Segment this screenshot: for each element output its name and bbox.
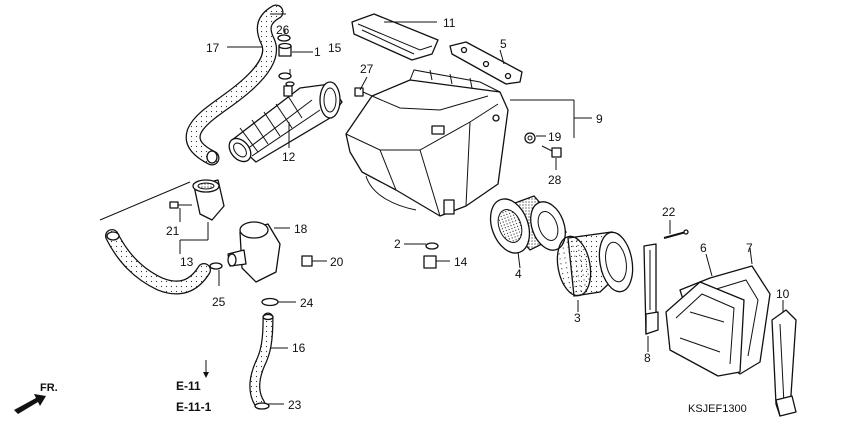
callout-23: 23 xyxy=(288,398,302,412)
clip-1 xyxy=(278,72,295,87)
drain-tube-16 xyxy=(249,312,274,410)
screw-20 xyxy=(301,255,320,267)
clip-23 xyxy=(254,402,270,410)
callout-9: 9 xyxy=(596,112,603,126)
filter-element-4 xyxy=(489,195,568,254)
callout-17: 17 xyxy=(206,41,220,55)
hose-17 xyxy=(185,4,284,166)
callout-2: 2 xyxy=(394,237,401,251)
bolt-28 xyxy=(541,145,562,158)
pin-22 xyxy=(663,229,689,239)
callout-26: 26 xyxy=(276,23,290,37)
callout-18: 18 xyxy=(294,222,308,236)
callout-19: 19 xyxy=(548,130,562,144)
callout-11: 11 xyxy=(443,16,456,30)
intake-tube-12 xyxy=(228,81,343,163)
tube-13 xyxy=(105,229,211,295)
callout-22: 22 xyxy=(662,205,676,219)
callout-7: 7 xyxy=(746,241,753,255)
callout-5: 5 xyxy=(500,37,507,51)
screw-21 xyxy=(169,201,192,209)
callout-6: 6 xyxy=(700,241,707,255)
callout-24: 24 xyxy=(300,296,314,310)
cover-6 xyxy=(665,281,745,377)
callout-20: 20 xyxy=(330,255,344,269)
ref-e11-1: E-11-1 xyxy=(176,400,212,414)
clip-14 xyxy=(423,255,437,269)
front-arrow xyxy=(14,394,46,414)
callout-12: 12 xyxy=(282,150,296,164)
drain-cap-18 xyxy=(227,221,281,283)
ref-e11: E-11 xyxy=(176,379,201,393)
clip-26 xyxy=(277,34,291,42)
diagram-code: KSJEF1300 xyxy=(688,403,747,415)
callout-3: 3 xyxy=(574,311,581,325)
bolt-27 xyxy=(354,87,373,97)
clamp-13 xyxy=(192,179,225,221)
front-arrow-label: FR. xyxy=(40,382,58,394)
cover-11 xyxy=(351,13,439,61)
callout-28: 28 xyxy=(548,173,562,187)
clip-2 xyxy=(425,242,439,250)
callout-15: 15 xyxy=(328,41,342,55)
fitting-15 xyxy=(278,42,292,57)
grommet-19 xyxy=(524,132,536,144)
callout-10: 10 xyxy=(776,287,790,301)
leader-lines xyxy=(99,13,784,405)
bracket-5 xyxy=(449,41,523,85)
clip-25 xyxy=(209,262,223,270)
callout-27: 27 xyxy=(360,62,374,76)
callout-13: 13 xyxy=(180,255,194,269)
callout-8: 8 xyxy=(644,351,651,365)
callout-1: 1 xyxy=(314,45,321,59)
strip-10 xyxy=(771,309,797,417)
callout-4: 4 xyxy=(515,267,522,281)
air-cleaner-housing xyxy=(345,69,509,217)
callout-21: 21 xyxy=(166,224,180,238)
filter-sleeve-3 xyxy=(556,231,634,297)
clip-24 xyxy=(261,297,279,307)
callout-16: 16 xyxy=(292,341,306,355)
callout-14: 14 xyxy=(454,255,468,269)
strap-8 xyxy=(643,243,659,335)
callout-25: 25 xyxy=(212,295,226,309)
